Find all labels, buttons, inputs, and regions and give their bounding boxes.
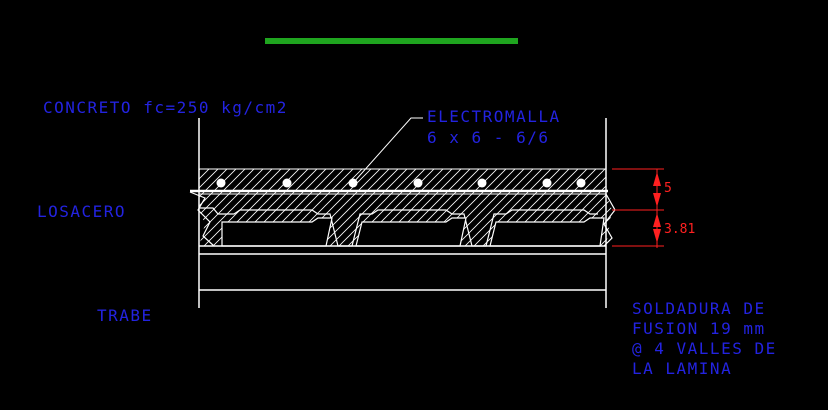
deck-label: LOSACERO xyxy=(37,202,126,221)
concrete-label: CONCRETO fc=250 kg/cm2 xyxy=(43,98,288,117)
rebar-dot xyxy=(413,178,423,188)
mesh-label-line2: 6 x 6 - 6/6 xyxy=(427,128,549,147)
rebar-dots xyxy=(216,178,586,188)
weld-label-line3: @ 4 VALLES DE xyxy=(632,339,777,358)
dim-deck-depth: 3.81 xyxy=(664,222,695,237)
beam-label: TRABE xyxy=(97,306,153,325)
rebar-dot xyxy=(282,178,292,188)
weld-label-line1: SOLDADURA DE xyxy=(632,299,766,318)
dim-top-slab: 5 xyxy=(664,181,672,196)
rebar-dot xyxy=(216,178,226,188)
mesh-leader xyxy=(352,117,423,184)
rebar-dot xyxy=(576,178,586,188)
title-bar xyxy=(265,38,518,44)
rebar-dot xyxy=(542,178,552,188)
dimension-lines xyxy=(612,168,664,248)
steel-deck-profile xyxy=(189,191,616,247)
weld-label-line4: LA LAMINA xyxy=(632,359,732,378)
rebar-dot xyxy=(477,178,487,188)
mesh-label-line1: ELECTROMALLA xyxy=(427,107,561,126)
weld-label-line2: FUSION 19 mm xyxy=(632,319,766,338)
